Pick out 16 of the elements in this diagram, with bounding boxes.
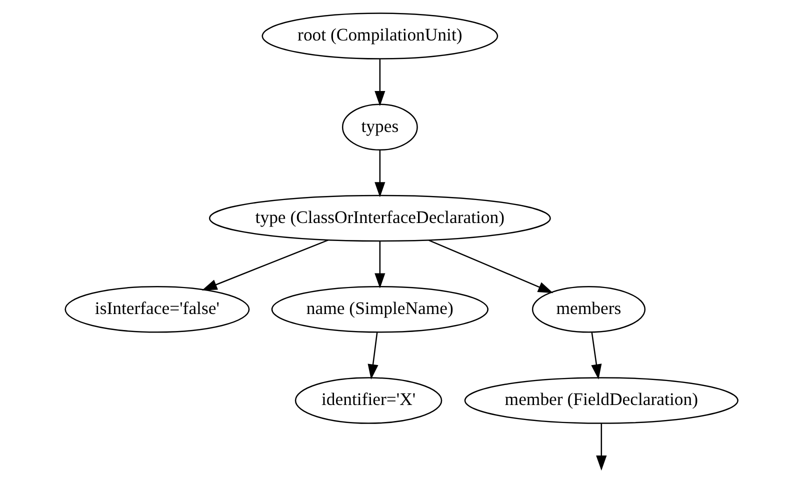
node-ellipse: identifier='X' xyxy=(294,377,442,424)
arrow xyxy=(374,150,386,198)
node-ellipse: member (FieldDeclaration) xyxy=(464,377,738,424)
arrow xyxy=(368,332,378,380)
node-ellipse: members xyxy=(532,286,646,333)
arrow xyxy=(591,332,602,380)
node-ellipse: types xyxy=(342,104,418,151)
node-ellipse: root (CompilationUnit) xyxy=(262,12,498,60)
node-ellipse: isInterface='false' xyxy=(64,286,250,333)
node-ellipse: type (ClassOrInterfaceDeclaration) xyxy=(208,194,551,242)
arrow xyxy=(428,240,554,294)
arrow xyxy=(202,240,328,290)
arrow xyxy=(374,59,386,106)
node-ellipse: name (SimpleName) xyxy=(271,286,488,333)
arrow xyxy=(596,423,607,471)
arrow xyxy=(374,241,386,288)
